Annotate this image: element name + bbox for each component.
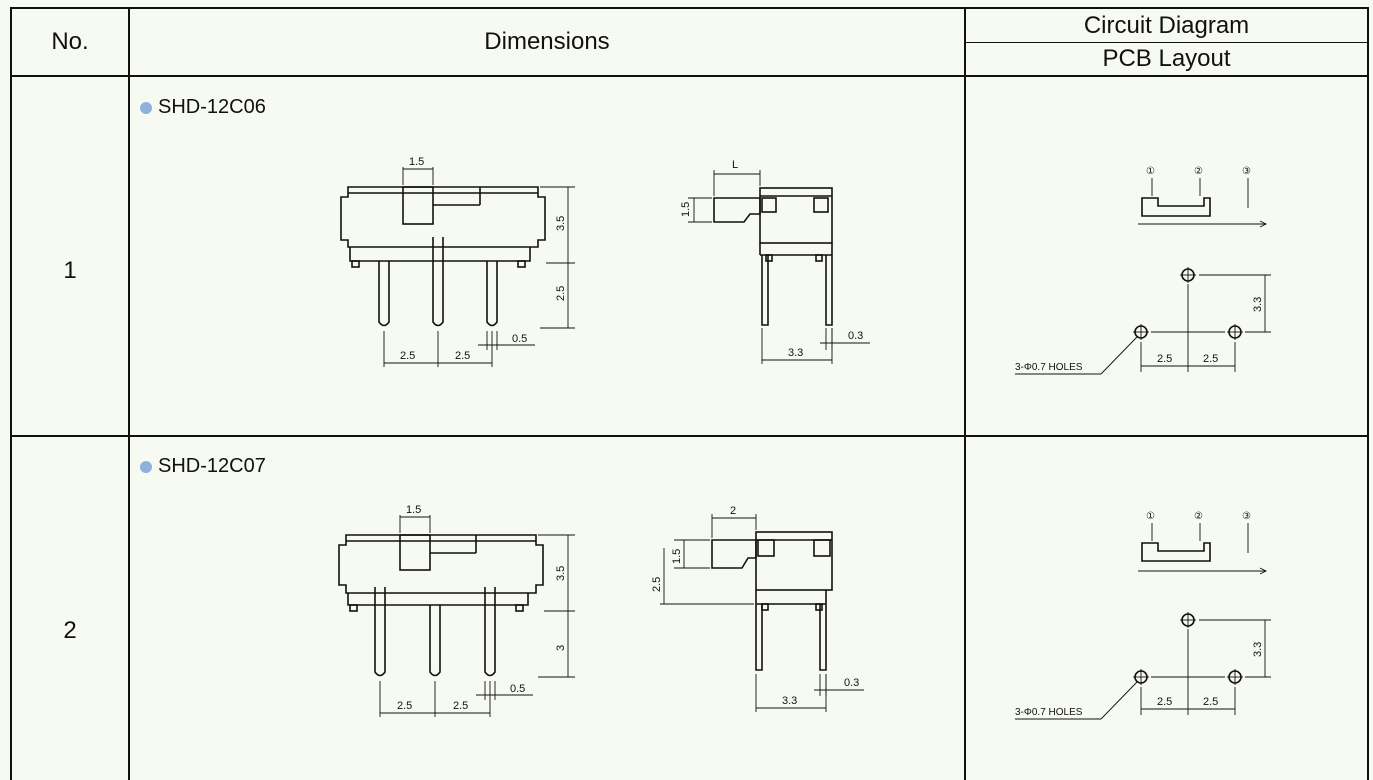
dim-height: 3.3: [1252, 297, 1264, 312]
border-right: [1367, 7, 1369, 780]
dim-body-height: 3.5: [555, 216, 567, 231]
row-number-1: 1: [63, 257, 77, 284]
circuit-diagram-2: ① ② ③: [1138, 511, 1268, 575]
dim-height: 3.3: [1252, 642, 1264, 657]
header-no: No.: [51, 28, 89, 55]
dim-knob-width: 1.5: [409, 156, 424, 168]
dim-lever-height: 1.5: [680, 202, 692, 217]
dim-pitch-b: 2.5: [1203, 353, 1218, 365]
dim-pitch-b: 2.5: [453, 700, 468, 712]
pcb-layout-2: 3.3 2.5 2.5 3-Φ0.7 HOLES: [1015, 612, 1271, 720]
bullet-dot: [140, 460, 152, 473]
pin-label-1: ①: [1146, 511, 1155, 522]
model-name: SHD-12C07: [158, 455, 266, 477]
holes-note: 3-Φ0.7 HOLES: [1015, 707, 1083, 718]
side-view-drawing-1: L 1.5 3.3 0.3: [680, 159, 870, 364]
dim-body-height: 3.5: [555, 566, 567, 581]
header-dimensions: Dimensions: [484, 28, 610, 55]
model-label-2: SHD-12C07: [140, 455, 266, 478]
dim-pitch-b: 2.5: [1203, 696, 1218, 708]
pin-label-2: ②: [1194, 166, 1203, 177]
dim-base-width: 3.3: [788, 347, 803, 359]
dim-pitch-a: 2.5: [1157, 353, 1172, 365]
dim-lever: 2: [730, 505, 736, 517]
row-divider: [10, 435, 1369, 437]
pin-label-2: ②: [1194, 511, 1203, 522]
dim-pin-length: 2.5: [555, 286, 567, 301]
border-left: [10, 7, 12, 780]
dim-pin-width: 0.5: [512, 333, 527, 345]
dim-pitch-a: 2.5: [397, 700, 412, 712]
pin-label-1: ①: [1146, 166, 1155, 177]
dim-lever: L: [732, 159, 738, 171]
side-view-drawing-2: 2 1.5 2.5 3.3 0.3: [651, 505, 864, 712]
holes-note: 3-Φ0.7 HOLES: [1015, 362, 1083, 373]
dim-pin-width: 0.3: [844, 677, 859, 689]
header-split-line: [964, 42, 1369, 43]
circuit-diagram-1: ① ② ③: [1138, 166, 1268, 228]
header-bottom-line: [10, 75, 1369, 77]
border-top: [10, 7, 1369, 9]
dim-pin-width: 0.5: [510, 683, 525, 695]
col-divider-2: [964, 7, 966, 780]
dim-pin-length: 3: [555, 645, 567, 651]
row-number-2: 2: [63, 617, 77, 644]
pin-label-3: ③: [1242, 511, 1251, 522]
dim-pitch-b: 2.5: [455, 350, 470, 362]
header-pcb-layout: PCB Layout: [1102, 45, 1231, 72]
pin-label-3: ③: [1242, 166, 1251, 177]
front-view-drawing-2: 1.5 3.5 3 2.5 2.5 0.5: [338, 504, 575, 717]
front-view-drawing-1: 1.5 3.5 2.5 2.5 2.5 0.5: [340, 156, 575, 367]
header-circuit-diagram: Circuit Diagram: [1083, 11, 1250, 39]
dim-pitch-a: 2.5: [1157, 696, 1172, 708]
dim-pin-width: 0.3: [848, 330, 863, 342]
dim-knob-width: 1.5: [406, 504, 421, 516]
col-divider-1: [128, 7, 130, 780]
bullet-dot: [140, 101, 152, 114]
dim-base-width: 3.3: [782, 695, 797, 707]
dim-total-height: 2.5: [651, 577, 663, 592]
pcb-layout-1: 3.3 2.5 2.5 3-Φ0.7 HOLES: [1015, 267, 1271, 375]
model-name: SHD-12C06: [158, 96, 266, 118]
dim-lever-height: 1.5: [671, 549, 683, 564]
dim-pitch-a: 2.5: [400, 350, 415, 362]
model-label-1: SHD-12C06: [140, 96, 266, 119]
